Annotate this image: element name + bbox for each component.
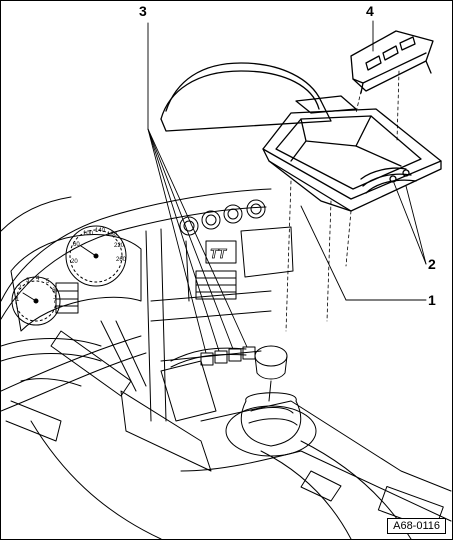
callout-1: 1 <box>428 292 436 308</box>
connector-a <box>200 352 214 366</box>
connector-d <box>242 346 256 360</box>
switch-panel <box>350 30 434 94</box>
pedal-area <box>30 360 217 539</box>
callout-3: 3 <box>139 3 147 19</box>
auxiliary-gauges <box>179 199 266 236</box>
speedometer-icon <box>65 225 127 287</box>
wiring-harness <box>170 346 256 368</box>
callout-2: 2 <box>428 256 436 272</box>
connector-b <box>214 350 228 364</box>
tt-logo <box>205 240 237 264</box>
figure-reference-code: A68-0116 <box>387 518 446 534</box>
callout-4: 4 <box>366 3 374 19</box>
assembly-guide-lines <box>285 70 400 332</box>
tachometer-icon <box>11 276 61 326</box>
instrument-cluster <box>10 225 142 332</box>
steering-wheel <box>1 320 147 442</box>
connector-c <box>228 348 242 362</box>
leader-lines <box>147 20 427 354</box>
dashboard-outline <box>1 188 294 422</box>
gear-shift-lever <box>225 345 317 457</box>
center-console <box>160 62 442 212</box>
